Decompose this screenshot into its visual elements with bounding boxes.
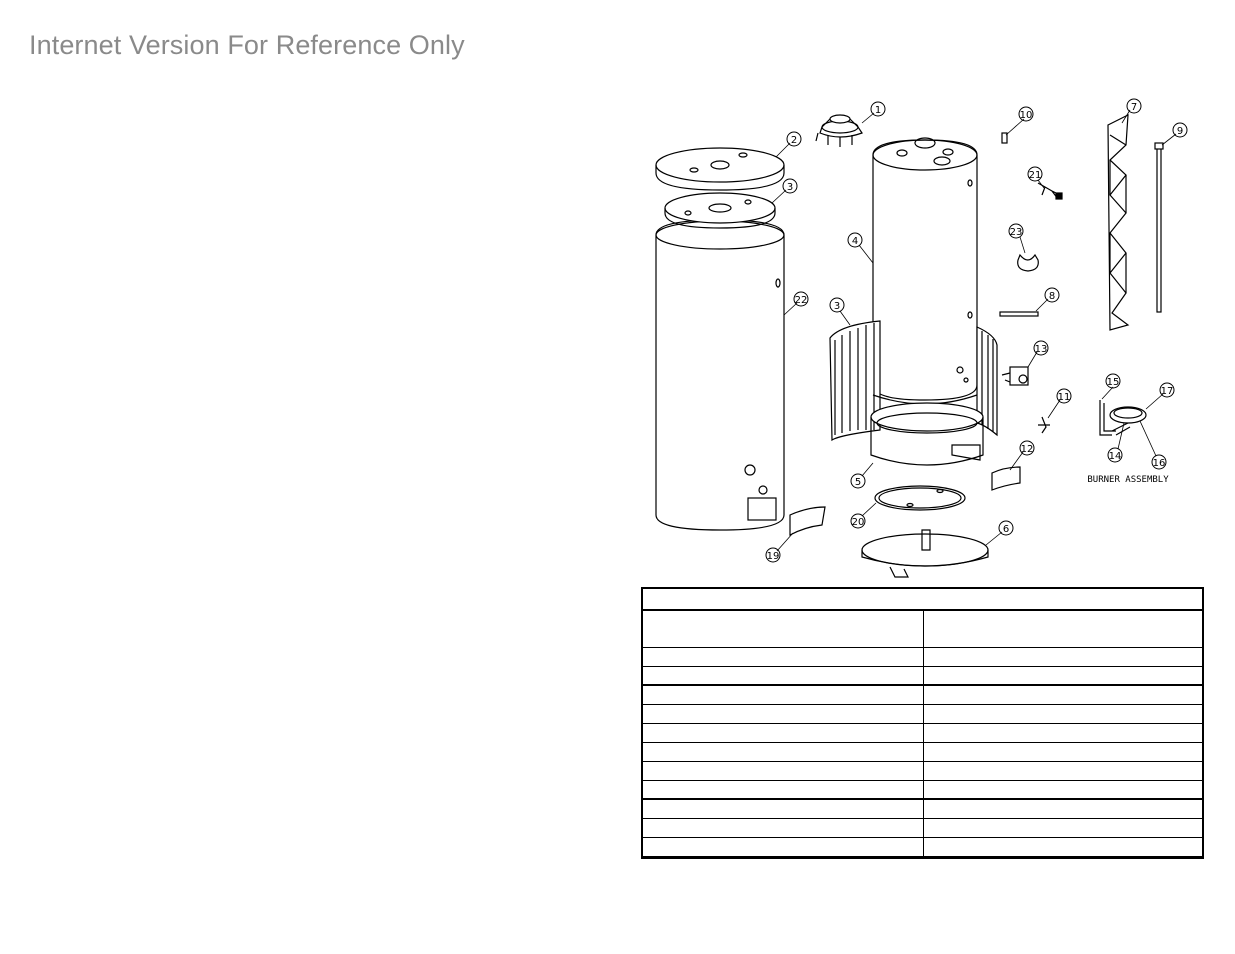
callout-13: 13 (1035, 344, 1048, 355)
table-row (643, 667, 1202, 686)
table-row (643, 781, 1202, 800)
table-row (643, 819, 1202, 838)
callout-5: 5 (855, 477, 861, 488)
table-row (643, 648, 1202, 667)
callout-17: 17 (1161, 386, 1174, 397)
parts-diagram-svg: 1 2 3 3 4 5 6 7 8 9 10 11 12 13 14 15 16… (655, 98, 1188, 578)
callout-3-top: 3 (787, 182, 793, 193)
callout-6: 6 (1003, 524, 1009, 535)
callout-15: 15 (1107, 377, 1120, 388)
table-column-divider (923, 611, 924, 857)
table-row (643, 724, 1202, 743)
callout-7: 7 (1131, 102, 1137, 113)
table-row (643, 762, 1202, 781)
exploded-parts-diagram: 1 2 3 3 4 5 6 7 8 9 10 11 12 13 14 15 16… (640, 95, 1210, 585)
table-row (643, 743, 1202, 762)
callout-8: 8 (1049, 291, 1055, 302)
callout-9: 9 (1177, 126, 1183, 137)
callout-16: 16 (1153, 458, 1166, 469)
page-watermark-header: Internet Version For Reference Only (29, 30, 465, 60)
callout-22: 22 (795, 295, 808, 306)
table-header-row (643, 611, 1202, 648)
callout-19: 19 (767, 551, 780, 562)
table-row (643, 705, 1202, 724)
callout-3-lower: 3 (834, 301, 840, 312)
callout-20: 20 (852, 517, 865, 528)
callout-21: 21 (1029, 170, 1042, 181)
callout-2: 2 (791, 135, 797, 146)
callout-4: 4 (852, 236, 858, 247)
table-row (643, 838, 1202, 857)
table-row (643, 686, 1202, 705)
burner-assembly-caption: BURNER ASSEMBLY (1087, 475, 1169, 485)
callout-11: 11 (1058, 392, 1071, 403)
callout-10: 10 (1020, 110, 1033, 121)
parts-list-table (641, 587, 1204, 859)
callout-14: 14 (1109, 451, 1122, 462)
outer-jacket-shape (655, 219, 785, 531)
table-row (643, 800, 1202, 819)
callout-1: 1 (875, 105, 881, 116)
callout-23: 23 (1010, 227, 1023, 238)
table-title-row (643, 589, 1202, 611)
callout-12: 12 (1021, 444, 1034, 455)
